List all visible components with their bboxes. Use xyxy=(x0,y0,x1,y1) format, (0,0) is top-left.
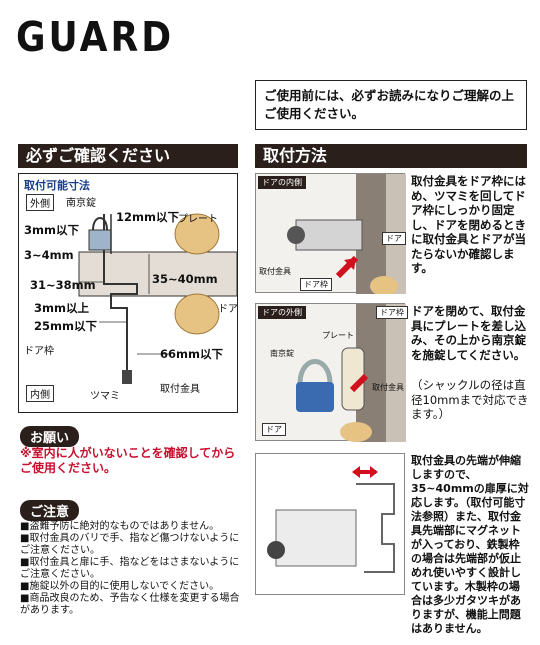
dim-35-40mm: 35~40mm xyxy=(152,272,218,286)
step2-photo xyxy=(255,303,406,442)
request-text: ※室内に人がいないことを確認してからご使用ください。 xyxy=(20,446,236,475)
dim-3-4mm: 3~4mm xyxy=(24,248,74,262)
label-lock: 南京錠 xyxy=(66,198,96,209)
step1-label-door: ドア xyxy=(382,232,406,245)
caution-item: ■取付金具のバリで手、指など傷つけないようにご注意ください。 xyxy=(20,533,240,556)
request-label: お願い xyxy=(20,426,80,447)
step1-text: 取付金具をドア枠にはめ、ツマミを回してドア枠にしっかり固定し、ドアを閉めるときに… xyxy=(411,174,526,275)
step3-photo xyxy=(255,453,405,595)
label-inside: 内側 xyxy=(26,385,54,402)
outer-knob xyxy=(174,213,220,255)
label-doorframe: ドア枠 xyxy=(24,346,54,357)
label-door: ドア xyxy=(218,304,238,315)
inner-knob xyxy=(174,293,220,335)
dim-66mm: 66mm以下 xyxy=(160,347,223,361)
step1-photo xyxy=(255,173,406,296)
dim-31-38mm: 31~38mm xyxy=(30,278,96,292)
step2-note: （シャックルの径は直径10mmまで対応できます。） xyxy=(411,378,529,421)
step2-tag: ドアの外側 xyxy=(258,306,306,319)
label-bracket: 取付金具 xyxy=(160,384,200,395)
dim-3mm-under: 3mm以下 xyxy=(24,223,79,237)
caution-item: ■商品改良のため、予告なく仕様を変更する場合があります。 xyxy=(20,593,240,616)
step1-tag: ドアの内側 xyxy=(258,176,306,189)
caution-item: ■盗難予防に絶対的なものではありません。 xyxy=(20,521,220,532)
step2-label-frame: ドア枠 xyxy=(376,306,408,319)
step1-label-bracket: 取付金具 xyxy=(259,267,291,276)
step2-label-bracket: 取付金具 xyxy=(372,383,404,392)
dim-25mm: 25mm以下 xyxy=(34,319,97,333)
step2-label-plate: プレート xyxy=(322,331,354,340)
dim-3mm-over: 3mm以上 xyxy=(34,301,89,315)
caution-item: ■取付金具と扉に手、指などをはさまないようにご注意ください。 xyxy=(20,557,240,580)
caution-label: ご注意 xyxy=(20,500,80,521)
step2-label-lock: 南京錠 xyxy=(270,349,294,358)
section-check-title: 必ずご確認ください xyxy=(18,144,238,168)
step2-label-door: ドア xyxy=(262,423,286,436)
dimension-diagram xyxy=(18,173,238,413)
dim-12mm: 12mm以下 xyxy=(116,210,179,224)
section-install-title: 取付方法 xyxy=(255,144,527,168)
label-outside: 外側 xyxy=(26,194,54,211)
label-plate: プレート xyxy=(178,214,218,225)
step3-text: 取付金具の先端が伸縮しますので、35~40mmの扉厚に対応します。（取付可能寸法… xyxy=(411,454,529,635)
brand-logo: GUARD xyxy=(16,14,175,62)
dimension-drawing xyxy=(78,213,237,384)
step2-text: ドアを閉めて、取付金具にプレートを差し込み、その上から南京錠を施錠してください。 xyxy=(411,304,526,362)
notice-box: ご使用前には、必ずお読みになりご理解の上ご使用ください。 xyxy=(255,80,527,130)
caution-item: ■施錠以外の目的に使用しないでください。 xyxy=(20,581,220,592)
label-knob: ツマミ xyxy=(90,391,120,402)
caution-list: ■盗難予防に絶対的なものではありません。 ■取付金具のバリで手、指など傷つけない… xyxy=(20,521,245,617)
diagram-title: 取付可能寸法 xyxy=(24,179,90,192)
step1-label-frame: ドア枠 xyxy=(300,278,332,291)
